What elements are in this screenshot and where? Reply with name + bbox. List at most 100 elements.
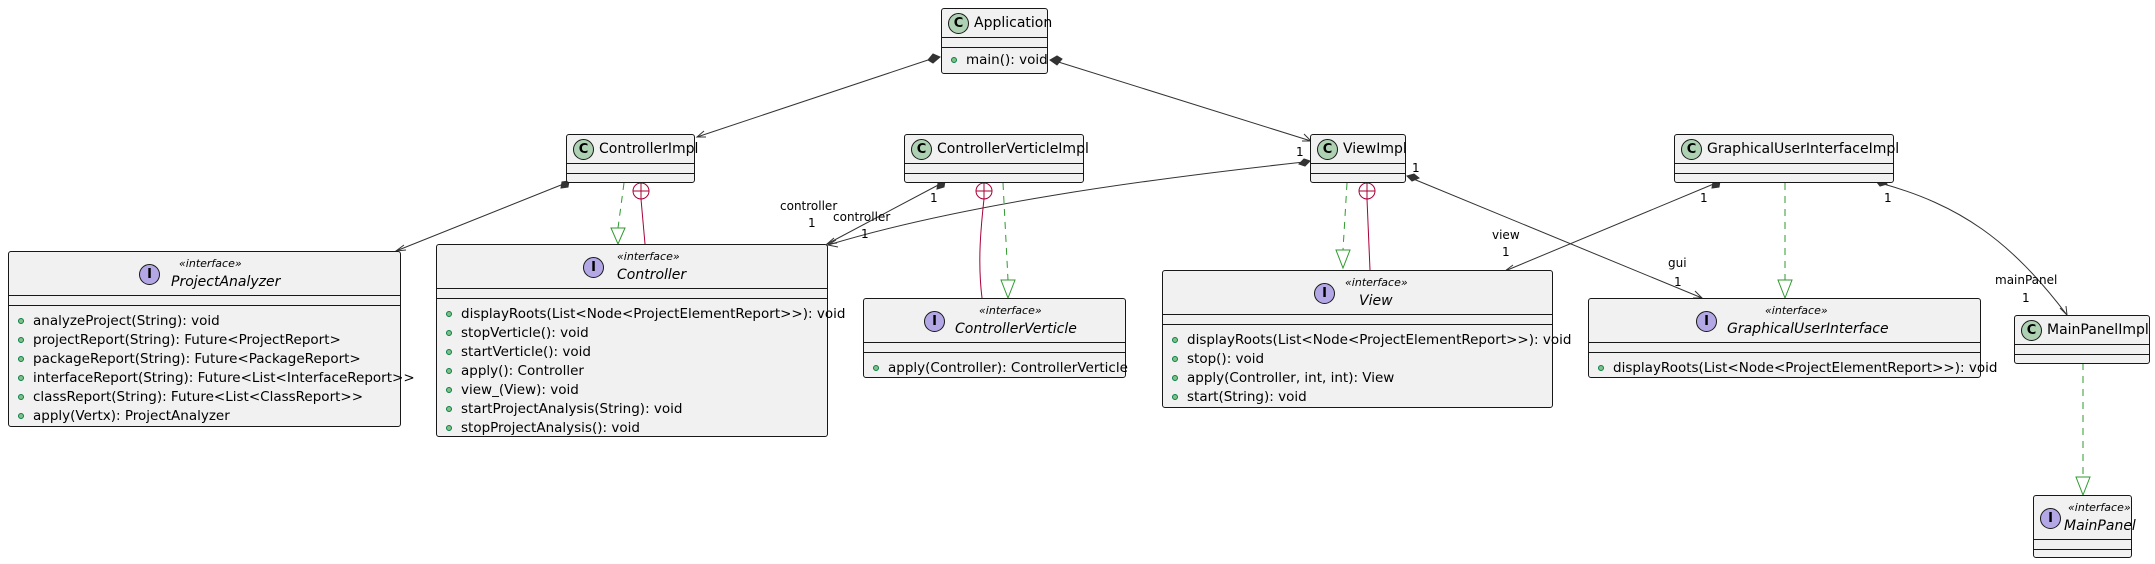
method-row: start(String): void: [1163, 388, 1552, 407]
label-vi-source-mult-right: 1: [1412, 161, 1420, 175]
interface-view[interactable]: I «interface» View displayRoots(List<Nod…: [1162, 270, 1571, 411]
method-row: stopProjectAnalysis(): void: [437, 419, 827, 438]
interface-name: Controller: [617, 267, 687, 283]
method-row: displayRoots(List<Node<ProjectElementRep…: [437, 305, 845, 324]
edge-guiimpl-mainpanelimpl: [1879, 182, 2068, 316]
class-viewimpl[interactable]: C ViewImpl: [1310, 134, 1407, 183]
interface-controllerverticle[interactable]: I «interface» ControllerVerticle apply(C…: [863, 298, 1128, 378]
interface-projectanalyzer[interactable]: I «interface» ProjectAnalyzer analyzePro…: [8, 251, 415, 430]
class-badge-icon: C: [911, 139, 932, 160]
public-icon: [18, 337, 24, 343]
interface-controller[interactable]: I «interface» Controller displayRoots(Li…: [436, 244, 845, 437]
method-row: displayRoots(List<Node<ProjectElementRep…: [1163, 331, 1571, 350]
class-controllerverticleimpl[interactable]: C ControllerVerticleImpl: [904, 134, 1089, 184]
method-row: analyzeProject(String): void: [9, 312, 400, 331]
method-row: main(): void: [942, 51, 1048, 70]
label-vi-controller-role: controller: [833, 210, 891, 224]
label-vi-source-mult-left: 1: [1296, 145, 1304, 159]
diamond-viewimpl-right: [1406, 173, 1420, 182]
interface-badge-icon: I: [2040, 508, 2061, 529]
label-cvi-controller-mult: 1: [808, 216, 816, 230]
methods-section: displayRoots(List<Node<ProjectElementRep…: [437, 299, 845, 442]
interface-mainpanel[interactable]: I «interface» MainPanel: [2033, 495, 2136, 560]
public-icon: [951, 57, 957, 63]
class-header: C ControllerImpl: [567, 135, 698, 164]
class-mainpanelimpl[interactable]: C MainPanelImpl: [2014, 315, 2150, 364]
realization-head-controllerverticle: [1000, 279, 1016, 300]
interface-name: View: [1359, 293, 1393, 309]
class-header: C ControllerVerticleImpl: [905, 135, 1089, 164]
class-header: C MainPanelImpl: [2015, 316, 2149, 345]
interface-badge-icon: I: [924, 311, 945, 332]
arrow-to-controllerimpl: [695, 130, 706, 138]
edge-controllerimpl-projectanalyzer: [395, 182, 567, 252]
method-row: stopVerticle(): void: [437, 324, 827, 343]
interface-name: ProjectAnalyzer: [171, 274, 281, 290]
method-row: classReport(String): Future<List<ClassRe…: [9, 388, 400, 407]
realization-viewimpl-view: [1342, 182, 1348, 251]
public-icon: [18, 375, 24, 381]
class-graphicaluserinterfaceimpl[interactable]: C GraphicalUserInterfaceImpl: [1674, 134, 1899, 183]
fields-section: [9, 296, 400, 306]
class-header: C GraphicalUserInterfaceImpl: [1675, 135, 1899, 164]
edge-viewimpl-controller: [827, 161, 1305, 246]
class-application[interactable]: C Application main(): void: [941, 8, 1052, 74]
methods-section: analyzeProject(String): void projectRepo…: [9, 306, 415, 430]
class-header: C Application: [942, 9, 1052, 38]
label-gui-source-mult-left: 1: [1700, 191, 1708, 205]
class-name: GraphicalUserInterfaceImpl: [1707, 141, 1900, 157]
edge-application-controllerimpl: [696, 59, 929, 138]
label-vi-controller-mult: 1: [861, 227, 869, 241]
interface-header: I «interface» GraphicalUserInterface: [1589, 299, 1980, 343]
realization-cvi-controllerverticle: [1002, 182, 1009, 281]
fields-section: [567, 164, 694, 174]
interface-badge-icon: I: [139, 264, 160, 285]
public-icon: [1172, 394, 1178, 400]
methods-section: displayRoots(List<Node<ProjectElementRep…: [1589, 353, 1997, 382]
interface-header: I «interface» MainPanel: [2034, 496, 2136, 540]
interface-badge-icon: I: [583, 257, 604, 278]
methods-section: [905, 174, 1083, 184]
public-icon: [1172, 356, 1178, 362]
methods-section: apply(Controller): ControllerVerticle: [864, 353, 1128, 382]
public-icon: [18, 394, 24, 400]
diamond-viewimpl-left: [1298, 158, 1311, 167]
public-icon: [873, 365, 879, 371]
stereotype: «interface»: [617, 250, 680, 263]
public-icon: [446, 349, 452, 355]
fields-section: [1163, 315, 1552, 325]
class-name: ControllerVerticleImpl: [937, 141, 1089, 157]
interface-badge-icon: I: [1314, 283, 1335, 304]
label-cvi-source-mult: 1: [930, 191, 938, 205]
realization-head-mainpanel: [2075, 476, 2091, 497]
method-row: displayRoots(List<Node<ProjectElementRep…: [1589, 359, 1997, 378]
class-controllerimpl[interactable]: C ControllerImpl: [566, 134, 698, 184]
method-row: startVerticle(): void: [437, 343, 827, 362]
fields-section: [437, 289, 827, 299]
stereotype: «interface»: [979, 304, 1042, 317]
public-icon: [18, 356, 24, 362]
methods-section: [567, 174, 694, 184]
public-icon: [446, 406, 452, 412]
class-badge-icon: C: [573, 139, 594, 160]
public-icon: [1172, 375, 1178, 381]
fields-section: [1311, 164, 1405, 174]
interface-name: GraphicalUserInterface: [1727, 321, 1889, 337]
methods-section: [2015, 355, 2149, 365]
public-icon: [446, 330, 452, 336]
label-gui-source-mult-right: 1: [1884, 191, 1892, 205]
public-icon: [446, 368, 452, 374]
fields-section: [905, 164, 1083, 174]
method-row: apply(): Controller: [437, 362, 827, 381]
public-icon: [446, 311, 452, 317]
interface-badge-icon: I: [1696, 311, 1717, 332]
methods-section: [2034, 550, 2131, 560]
method-row: interfaceReport(String): Future<List<Int…: [9, 369, 415, 388]
nesting-line-view: [1366, 198, 1371, 271]
nesting-line-controller: [640, 198, 646, 245]
methods-section: displayRoots(List<Node<ProjectElementRep…: [1163, 325, 1571, 411]
interface-graphicaluserinterface[interactable]: I «interface» GraphicalUserInterface dis…: [1588, 298, 1997, 378]
class-badge-icon: C: [948, 13, 969, 34]
diamond-application-right: [1049, 55, 1063, 66]
realization-controllerimpl-controller: [617, 182, 625, 229]
